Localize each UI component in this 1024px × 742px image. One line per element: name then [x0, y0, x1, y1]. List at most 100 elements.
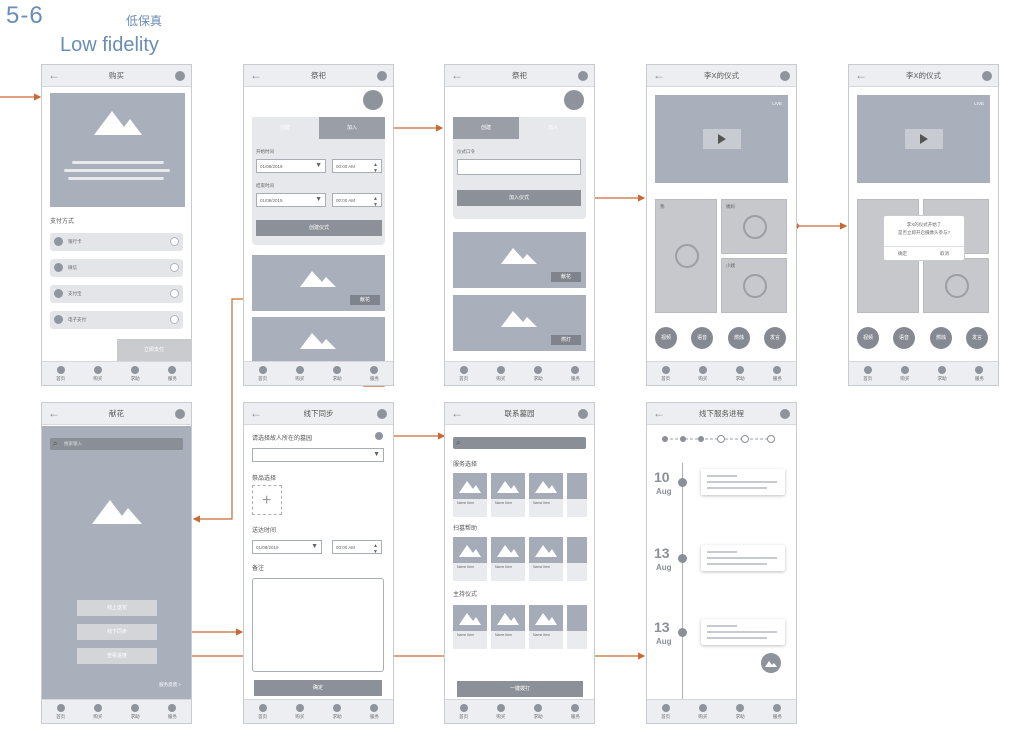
delivery-date-select[interactable]: 01/08/2019▼ [252, 540, 322, 554]
end-time-stepper[interactable]: 00:00 AM▲▼ [332, 193, 382, 208]
pay-now-button[interactable]: 立即支付 [117, 339, 191, 361]
radio-button[interactable] [170, 263, 179, 272]
tab-service[interactable]: 服务 [359, 703, 389, 720]
tab-help[interactable]: 求助 [523, 703, 553, 720]
tab-home[interactable]: 首页 [449, 703, 479, 720]
notes-textarea[interactable] [252, 578, 384, 672]
menu-icon[interactable] [377, 409, 387, 419]
info-icon[interactable] [375, 432, 383, 440]
back-arrow-icon[interactable]: ← [653, 68, 665, 82]
image-icon[interactable] [761, 653, 781, 673]
join-ritual-button[interactable]: 加入仪式 [457, 190, 581, 206]
pay-option-alipay[interactable]: 支付宝 [50, 285, 183, 303]
delivery-time-stepper[interactable]: 00:00 AM▲▼ [332, 540, 382, 555]
video-button[interactable]: 视频 [655, 327, 677, 349]
tab-buy[interactable]: 购买 [83, 703, 113, 720]
tab-buy[interactable]: 购买 [285, 365, 315, 382]
back-arrow-icon[interactable]: ← [451, 406, 463, 420]
dialog-cancel-button[interactable]: 取消 [940, 251, 949, 256]
menu-icon[interactable] [377, 71, 387, 81]
tab-help[interactable]: 求助 [725, 703, 755, 720]
tab-help[interactable]: 求助 [725, 365, 755, 382]
search-input[interactable]: ⌕ [453, 437, 586, 449]
menu-icon[interactable] [982, 71, 992, 81]
end-date-select[interactable]: 01/08/2019▼ [256, 193, 326, 207]
tab-buy[interactable]: 购买 [83, 365, 113, 382]
search-input[interactable]: ⌕ 搜索输入 [50, 438, 183, 450]
menu-icon[interactable] [175, 71, 185, 81]
tab-help[interactable]: 求助 [322, 365, 352, 382]
light-lamp-button[interactable]: 燃灯 [551, 335, 581, 345]
video-button[interactable]: 视频 [857, 327, 879, 349]
back-arrow-icon[interactable]: ← [48, 406, 60, 420]
tab-help[interactable]: 求助 [120, 365, 150, 382]
menu-icon[interactable] [578, 71, 588, 81]
image-upload-icon[interactable] [564, 90, 584, 110]
tab-service[interactable]: 服务 [157, 703, 187, 720]
tab-home[interactable]: 首页 [853, 365, 883, 382]
view-progress-button[interactable]: 查看进度 [77, 648, 157, 664]
candle-button[interactable]: 燃烛 [930, 327, 952, 349]
back-arrow-icon[interactable]: ← [653, 406, 665, 420]
tab-help[interactable]: 求助 [927, 365, 957, 382]
confirm-button[interactable]: 确定 [254, 680, 382, 696]
tab-buy[interactable]: 购买 [688, 703, 718, 720]
menu-icon[interactable] [578, 409, 588, 419]
voice-button[interactable]: 语音 [893, 327, 915, 349]
offer-flower-button[interactable]: 献花 [350, 295, 380, 305]
speak-button[interactable]: 发言 [764, 327, 786, 349]
tab-home[interactable]: 首页 [651, 365, 681, 382]
tab-home[interactable]: 首页 [248, 365, 278, 382]
add-goods-button[interactable]: + [252, 485, 282, 515]
radio-button[interactable] [170, 315, 179, 324]
tab-service[interactable]: 服务 [157, 365, 187, 382]
pay-option-bank[interactable]: 银行卡 [50, 233, 183, 251]
create-ritual-button[interactable]: 创建仪式 [256, 220, 382, 236]
entry-card[interactable] [701, 545, 785, 571]
back-arrow-icon[interactable]: ← [451, 68, 463, 82]
tab-join[interactable]: 加入 [520, 117, 586, 139]
voice-button[interactable]: 语音 [691, 327, 713, 349]
tab-help[interactable]: 求助 [120, 703, 150, 720]
start-date-select[interactable]: 01/08/2019▼ [256, 159, 326, 173]
entry-card[interactable] [701, 469, 785, 495]
radio-button[interactable] [170, 237, 179, 246]
pay-option-wechat[interactable]: 微信 [50, 259, 183, 277]
tab-help[interactable]: 求助 [523, 365, 553, 382]
tab-buy[interactable]: 购买 [688, 365, 718, 382]
cemetery-select[interactable]: ▼ [252, 448, 384, 462]
back-arrow-icon[interactable]: ← [48, 68, 60, 82]
candle-button[interactable]: 燃烛 [728, 327, 750, 349]
back-arrow-icon[interactable]: ← [855, 68, 867, 82]
menu-icon[interactable] [780, 71, 790, 81]
menu-icon[interactable] [175, 409, 185, 419]
tab-buy[interactable]: 购买 [486, 703, 516, 720]
live-video[interactable]: LIVE [655, 95, 788, 183]
call-button[interactable]: 一键拨打 [457, 681, 583, 697]
menu-icon[interactable] [780, 409, 790, 419]
pay-option-epay[interactable]: 电子支付 [50, 311, 183, 329]
tab-buy[interactable]: 购买 [486, 365, 516, 382]
tab-help[interactable]: 求助 [322, 703, 352, 720]
dialog-confirm-button[interactable]: 确定 [898, 251, 907, 256]
back-arrow-icon[interactable]: ← [250, 68, 262, 82]
tab-home[interactable]: 首页 [46, 365, 76, 382]
tab-service[interactable]: 服务 [762, 365, 792, 382]
offer-flower-button[interactable]: 献花 [551, 272, 581, 282]
tab-join[interactable]: 加入 [319, 117, 385, 139]
tab-buy[interactable]: 购买 [890, 365, 920, 382]
code-input[interactable] [457, 159, 581, 175]
tab-service[interactable]: 服务 [560, 703, 590, 720]
tab-service[interactable]: 服务 [560, 365, 590, 382]
tab-home[interactable]: 首页 [248, 703, 278, 720]
tab-home[interactable]: 首页 [651, 703, 681, 720]
tab-create[interactable]: 创建 [252, 117, 318, 139]
back-arrow-icon[interactable]: ← [250, 406, 262, 420]
tab-service[interactable]: 服务 [762, 703, 792, 720]
tab-home[interactable]: 首页 [46, 703, 76, 720]
tab-service[interactable]: 服务 [964, 365, 994, 382]
service-feedback-link[interactable]: 服务反馈 > [159, 682, 181, 687]
image-upload-icon[interactable] [363, 90, 383, 110]
live-video[interactable]: LIVE [857, 95, 990, 183]
radio-button[interactable] [170, 289, 179, 298]
